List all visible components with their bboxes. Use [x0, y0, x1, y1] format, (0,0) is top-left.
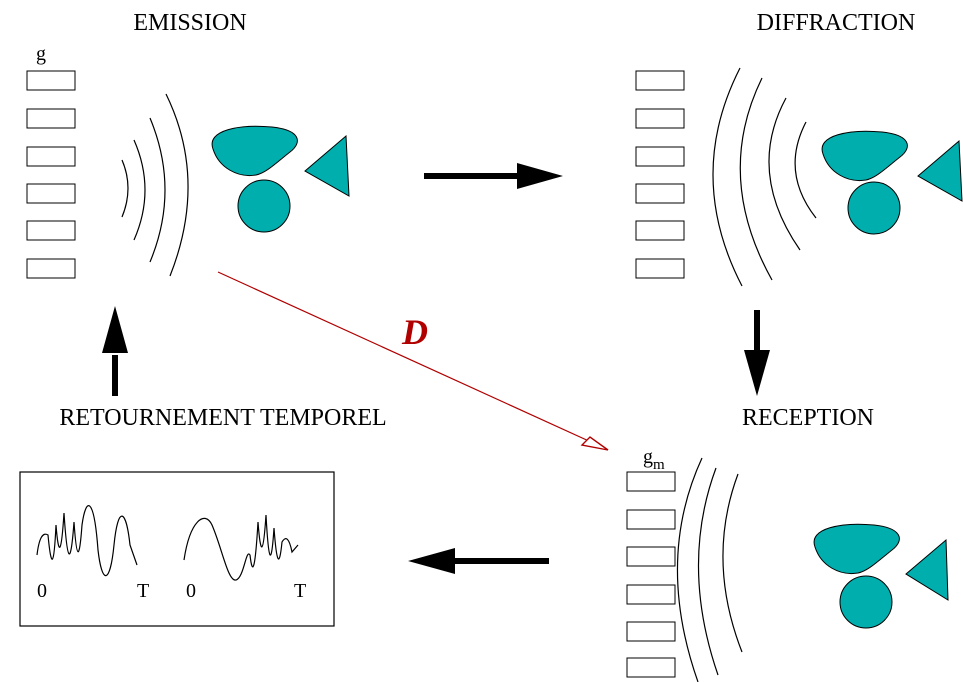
transducer-array-diffraction: [635, 70, 685, 279]
received-wavefronts: [676, 457, 743, 682]
array-element: [26, 146, 76, 167]
arrow-to-emission: [102, 306, 128, 396]
array-element: [635, 108, 685, 129]
array-element: [635, 183, 685, 204]
scatterers-emission: [211, 125, 350, 233]
time-zero-right: 0: [186, 580, 196, 602]
array-element: [626, 584, 676, 605]
circle-scatterer: [847, 181, 901, 235]
converging-wavefronts-emission: [121, 93, 189, 277]
array-element: [26, 258, 76, 279]
array-element: [635, 70, 685, 91]
propagation-operator-arrow: D: [217, 271, 609, 451]
diffraction-title: DIFFRACTION: [757, 10, 916, 36]
operator-d-label: D: [401, 312, 428, 352]
time-end-right: T: [294, 580, 306, 602]
time-end-left: T: [137, 580, 149, 602]
array-element: [635, 258, 685, 279]
circle-scatterer: [237, 179, 291, 233]
circle-scatterer: [839, 575, 893, 629]
triangle-scatterer: [917, 139, 963, 202]
array-element: [626, 509, 676, 530]
array-element: [626, 546, 676, 567]
blob-scatterer: [813, 523, 900, 575]
array-element: [626, 657, 676, 678]
blob-scatterer: [821, 130, 908, 182]
retournement-title: RETOURNEMENT TEMPOREL: [59, 405, 386, 431]
array-element: [635, 146, 685, 167]
array-element: [626, 471, 676, 492]
diffraction-panel: [635, 67, 963, 287]
reception-panel: gm: [626, 446, 949, 682]
scattered-wavefronts-diffraction: [712, 67, 817, 287]
received-signal-trace: [36, 505, 138, 577]
reversed-signal-trace: [183, 514, 299, 581]
triangle-scatterer: [304, 134, 350, 197]
reception-title: RECEPTION: [742, 405, 874, 431]
element-g-label: g: [36, 43, 46, 65]
array-element: [26, 183, 76, 204]
array-element: [26, 70, 76, 91]
emission-panel: g: [26, 43, 350, 279]
element-gm-label: gm: [643, 446, 665, 473]
triangle-scatterer: [905, 538, 949, 601]
time-zero-left: 0: [37, 580, 47, 602]
arrow-to-time-reversal: [408, 548, 549, 574]
array-element: [26, 108, 76, 129]
scatterers-diffraction: [821, 130, 963, 235]
signal-box: 0 T 0 T: [19, 471, 335, 627]
arrow-to-diffraction: [424, 163, 563, 189]
array-element: [635, 220, 685, 241]
array-element: [626, 621, 676, 642]
transducer-array-emission: [26, 70, 76, 279]
arrow-to-reception: [744, 310, 770, 396]
emission-title: EMISSION: [133, 10, 246, 36]
blob-scatterer: [211, 125, 298, 177]
transducer-array-reception: [626, 471, 676, 678]
scatterers-reception: [813, 523, 949, 629]
array-element: [26, 220, 76, 241]
